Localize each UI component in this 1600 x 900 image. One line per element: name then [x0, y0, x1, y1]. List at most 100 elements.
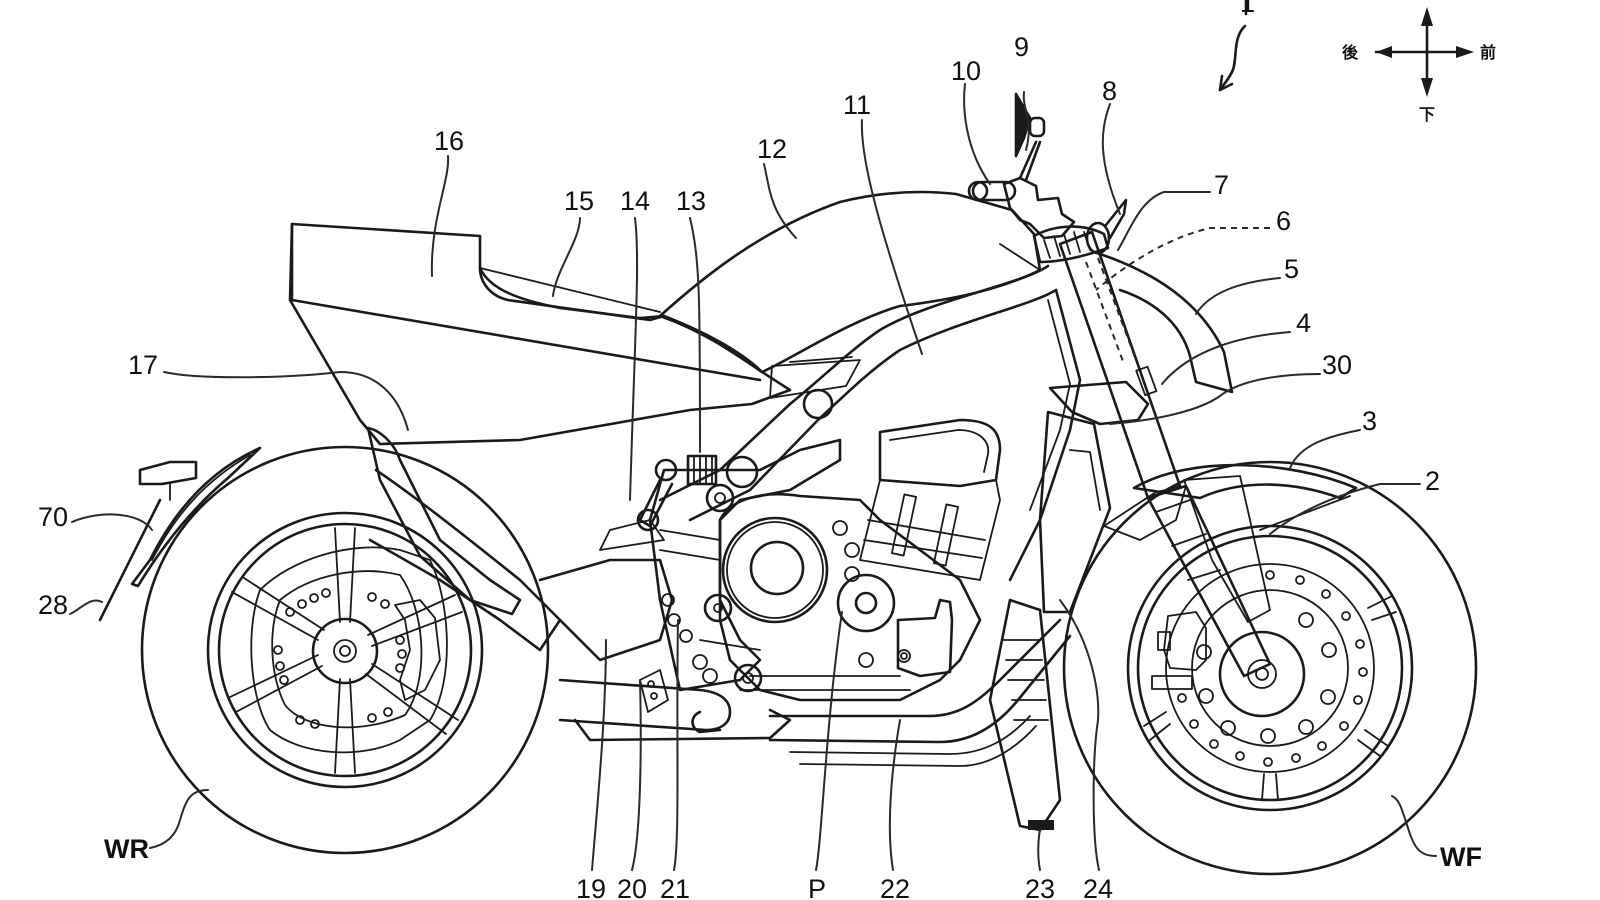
headlight-cowl	[1092, 250, 1234, 394]
fuel-tank-body	[658, 190, 1042, 374]
cylinder-head-cover	[878, 418, 1002, 488]
leader-WR	[149, 789, 209, 849]
pivot-bolt-lower	[733, 663, 763, 693]
label-4: 4	[1296, 308, 1311, 338]
fork-lower-slider	[1146, 484, 1272, 678]
front-caliper-mount	[1151, 675, 1193, 690]
leader-23	[1037, 829, 1041, 871]
label-6: 6	[1276, 206, 1291, 236]
headlight-stay	[1048, 380, 1150, 426]
leader-24	[1059, 599, 1100, 871]
leader-17	[163, 370, 409, 431]
label-8: 8	[1102, 76, 1117, 106]
exhaust-system	[558, 618, 1072, 767]
leader-P	[815, 611, 843, 871]
leader-2	[1269, 483, 1421, 535]
frame-bolt-boss	[725, 455, 759, 489]
label-11: 11	[843, 90, 871, 120]
front-disc-bolts	[1196, 612, 1337, 744]
oil-cooler	[988, 598, 1062, 832]
front-fender	[1103, 463, 1358, 541]
leader-8	[1101, 103, 1121, 215]
leader-12	[763, 163, 797, 239]
output-shaft-P	[854, 591, 878, 615]
arrow-down-icon	[1421, 78, 1433, 97]
airbox-cutout	[769, 359, 861, 399]
fork-guard	[1183, 475, 1271, 623]
swingarm-body	[368, 468, 562, 652]
leader-6	[1095, 227, 1270, 291]
pivot-bolt-main	[703, 593, 733, 623]
steering-stem	[1032, 225, 1110, 264]
mirror-stem	[1018, 140, 1038, 180]
leader-10	[963, 83, 991, 185]
shock-reservoir	[686, 454, 718, 486]
label-19: 19	[576, 874, 606, 900]
leader-16	[430, 155, 450, 277]
muffler-lower	[573, 708, 792, 742]
shock-top-mount	[654, 458, 678, 482]
label-13: 13	[676, 186, 706, 216]
seat-tail	[288, 222, 792, 446]
arrow-up-icon	[1421, 7, 1433, 26]
leader-15	[552, 217, 581, 297]
seat-rail-bolt	[802, 388, 834, 420]
fork-clamp-bolt	[1135, 365, 1158, 397]
front-fork	[967, 92, 1272, 678]
label-23: 23	[1025, 874, 1055, 900]
label-17: 17	[128, 350, 158, 380]
direction-front-label: 前	[1480, 43, 1496, 62]
license-bracket	[130, 446, 262, 588]
leader-lines	[69, 83, 1437, 871]
front-fender-body	[1132, 463, 1358, 500]
label-30: 30	[1322, 350, 1352, 380]
label-10: 10	[951, 56, 981, 86]
leader-20	[631, 679, 642, 871]
front-spokes	[1143, 595, 1397, 801]
license-light	[138, 460, 198, 486]
label-1: 1	[1240, 0, 1255, 18]
fork-upper-tube	[1058, 230, 1182, 500]
label-16: 16	[434, 126, 464, 156]
leader-22	[888, 719, 901, 871]
oil-cooler-fins	[1001, 639, 1049, 721]
mirror-pivot	[1028, 116, 1046, 138]
label-12: 12	[757, 134, 787, 164]
rear-wheel	[140, 445, 550, 855]
label-21: 21	[660, 874, 690, 900]
fuel-tank	[658, 190, 1042, 374]
engine	[718, 418, 1062, 832]
steering-shaft-hidden	[1085, 261, 1125, 365]
front-rim-inner	[1136, 534, 1404, 802]
tail-cowl	[288, 222, 792, 446]
label-WR: WR	[104, 834, 149, 864]
front-tire	[1062, 460, 1478, 876]
leader-3	[1289, 429, 1361, 469]
label-P: P	[808, 874, 826, 900]
leader-28	[69, 599, 103, 615]
rear-tire	[140, 445, 550, 855]
rear-brake-caliper	[394, 599, 441, 701]
pivot-area	[599, 388, 842, 693]
label-WF: WF	[1440, 842, 1482, 872]
output-shaft-cover	[836, 573, 896, 633]
rider-seat	[478, 266, 666, 320]
pivot-bolt-upper	[705, 483, 735, 513]
label-7: 7	[1214, 170, 1229, 200]
arrow-front-icon	[1456, 46, 1474, 58]
label-5: 5	[1284, 254, 1299, 284]
leader-11	[860, 119, 923, 355]
exhaust-pipe-1	[768, 618, 1062, 718]
direction-rear-label: 後	[1342, 43, 1359, 62]
rear-disc-holes	[273, 588, 407, 729]
leader-5	[1195, 277, 1281, 315]
exhaust-pipe-2	[768, 634, 1072, 744]
label-20: 20	[617, 874, 647, 900]
frame-down-tube	[1008, 288, 1082, 582]
front-brake-caliper	[1163, 611, 1207, 671]
label-9: 9	[1014, 32, 1029, 62]
label-22: 22	[880, 874, 910, 900]
leader-7	[1117, 191, 1211, 251]
rear-rim-outer	[206, 511, 484, 789]
